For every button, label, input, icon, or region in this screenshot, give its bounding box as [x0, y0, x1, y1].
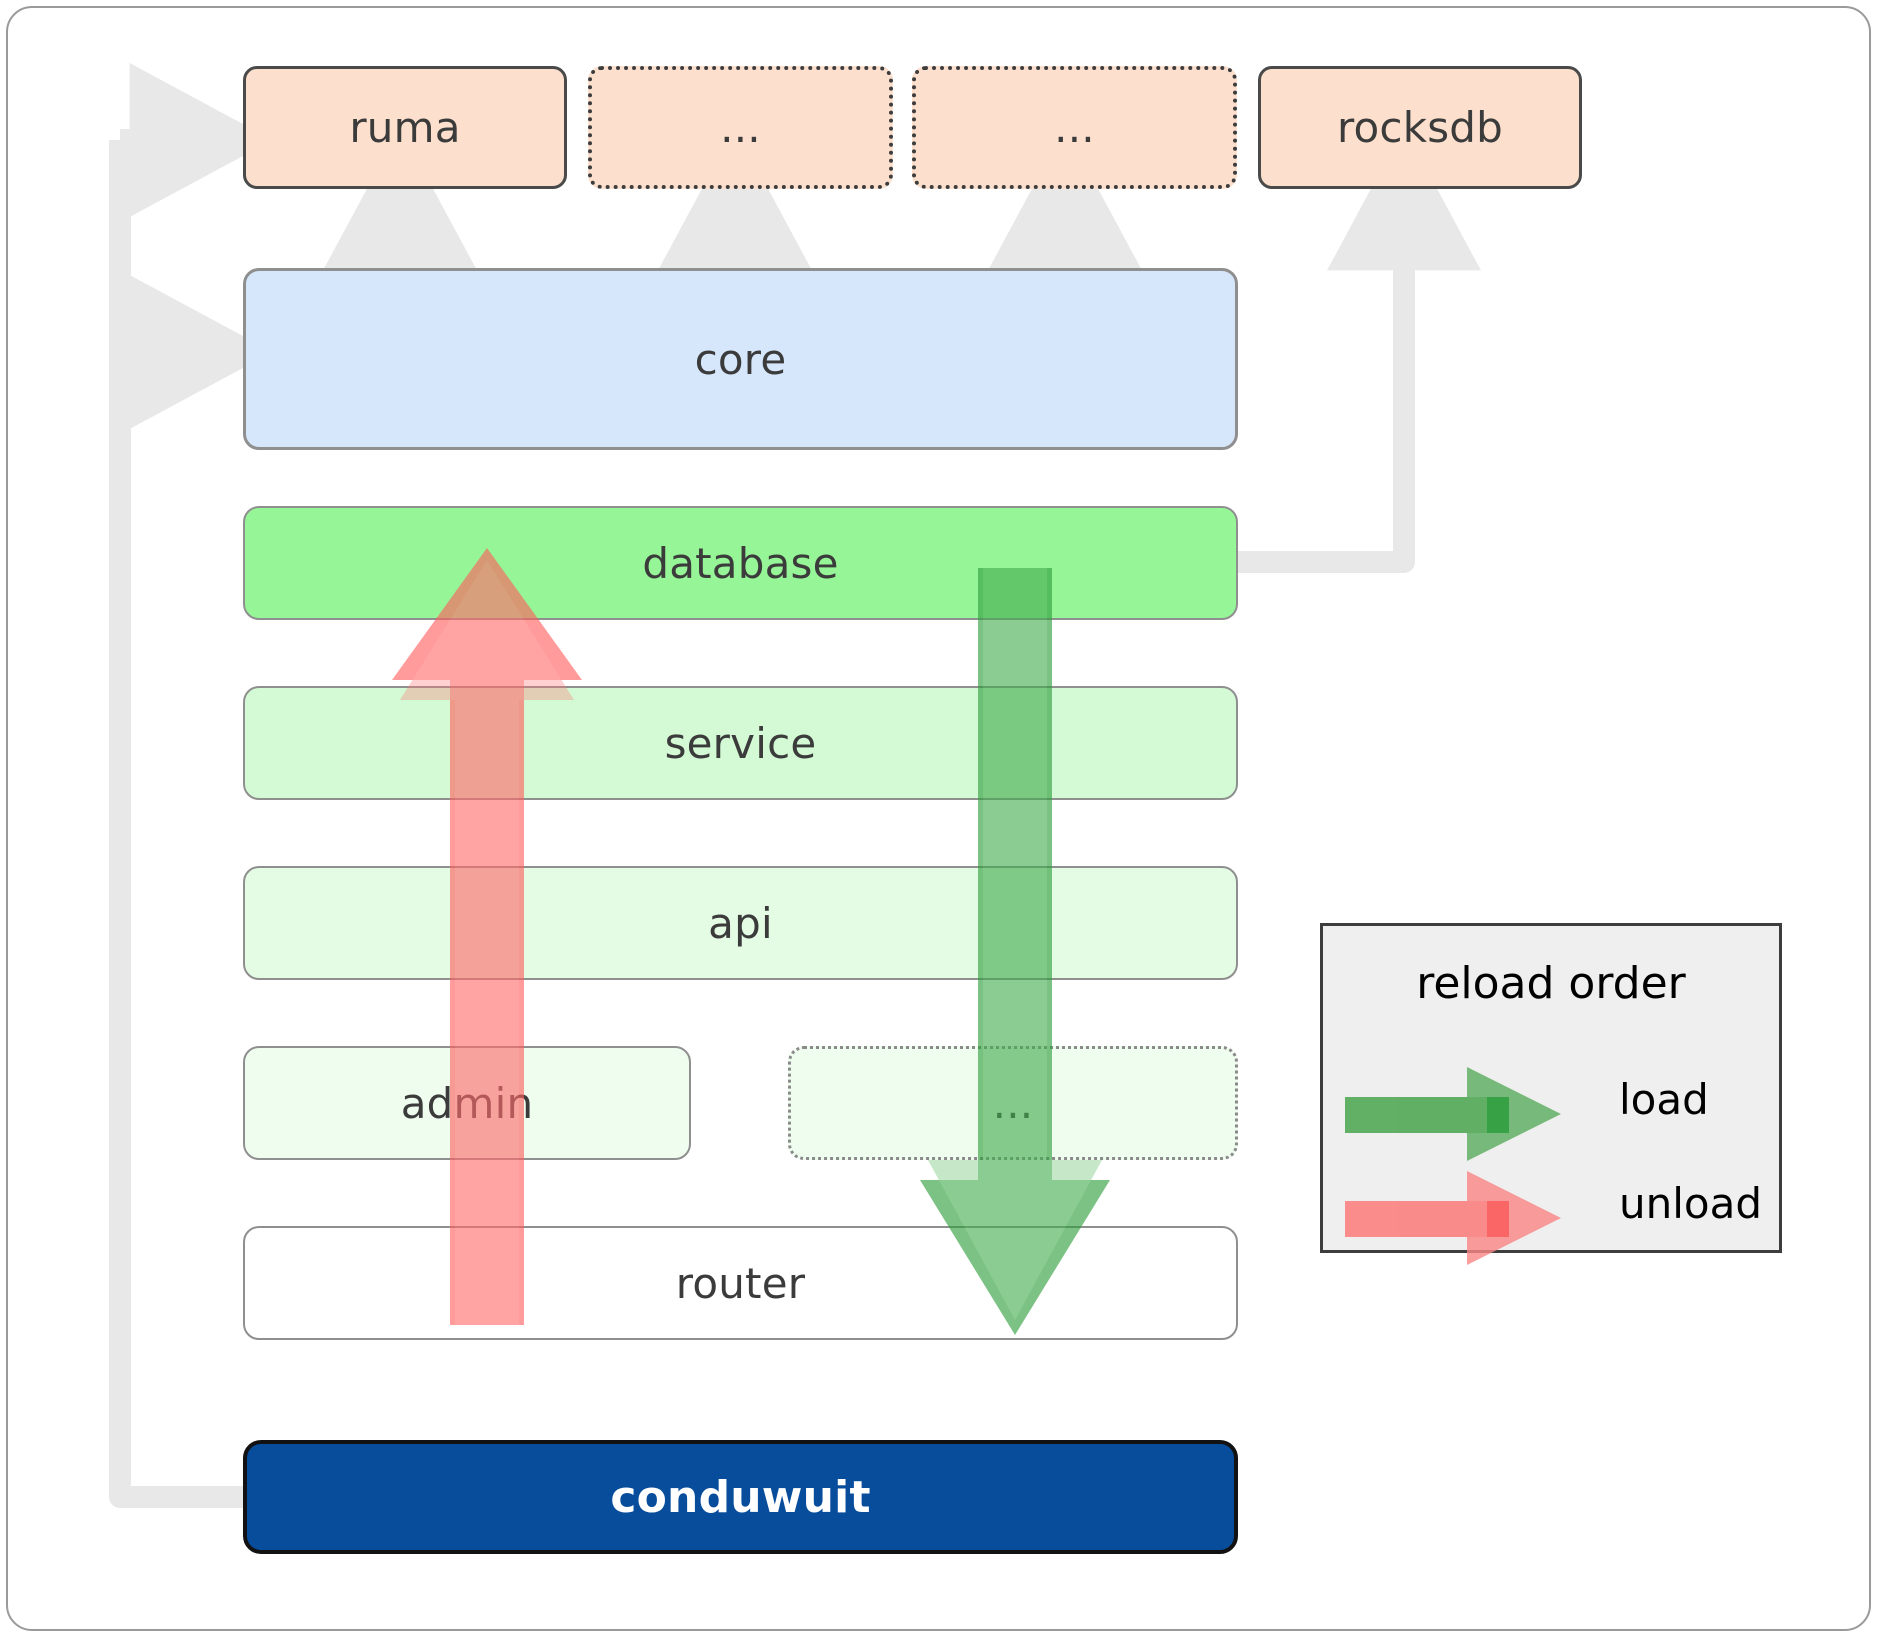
layer-box-router[interactable]: router [243, 1226, 1238, 1340]
layer-box-admin[interactable]: admin [243, 1046, 691, 1160]
dependency-label: ... [720, 103, 761, 152]
dependency-box-ruma[interactable]: ruma [243, 66, 567, 189]
legend-label-unload: unload [1619, 1179, 1763, 1228]
diagram-frame [6, 6, 1871, 1631]
legend-row-load: load [1323, 1059, 1779, 1169]
legend-row-unload: unload [1323, 1163, 1779, 1273]
core-box[interactable]: core [243, 268, 1238, 450]
unload-arrow-icon [1345, 1171, 1561, 1265]
layer-box-database[interactable]: database [243, 506, 1238, 620]
dependency-box-rocksdb[interactable]: rocksdb [1258, 66, 1582, 189]
dependency-label: ruma [349, 103, 461, 152]
layer-label: ... [992, 1078, 1034, 1128]
load-arrow-icon [1345, 1067, 1561, 1161]
layer-box-service[interactable]: service [243, 686, 1238, 800]
layer-label: router [675, 1258, 806, 1308]
layer-box-api[interactable]: api [243, 866, 1238, 980]
app-box-conduwuit[interactable]: conduwuit [243, 1440, 1238, 1554]
legend-label-load: load [1619, 1075, 1709, 1124]
dependency-label: rocksdb [1336, 103, 1504, 152]
legend-panel: reload order load unload [1320, 923, 1782, 1265]
dependency-box-ellipsis-2[interactable]: ... [912, 66, 1237, 189]
layer-box-ellipsis[interactable]: ... [788, 1046, 1238, 1160]
layer-label: service [664, 718, 817, 768]
legend-title: reload order [1416, 958, 1686, 1009]
dependency-box-ellipsis-1[interactable]: ... [588, 66, 893, 189]
core-label: core [694, 334, 787, 384]
dependency-label: ... [1054, 103, 1095, 152]
layer-label: database [642, 538, 839, 588]
layer-label: admin [400, 1078, 534, 1128]
layer-label: api [708, 898, 773, 948]
app-label: conduwuit [610, 1471, 871, 1523]
